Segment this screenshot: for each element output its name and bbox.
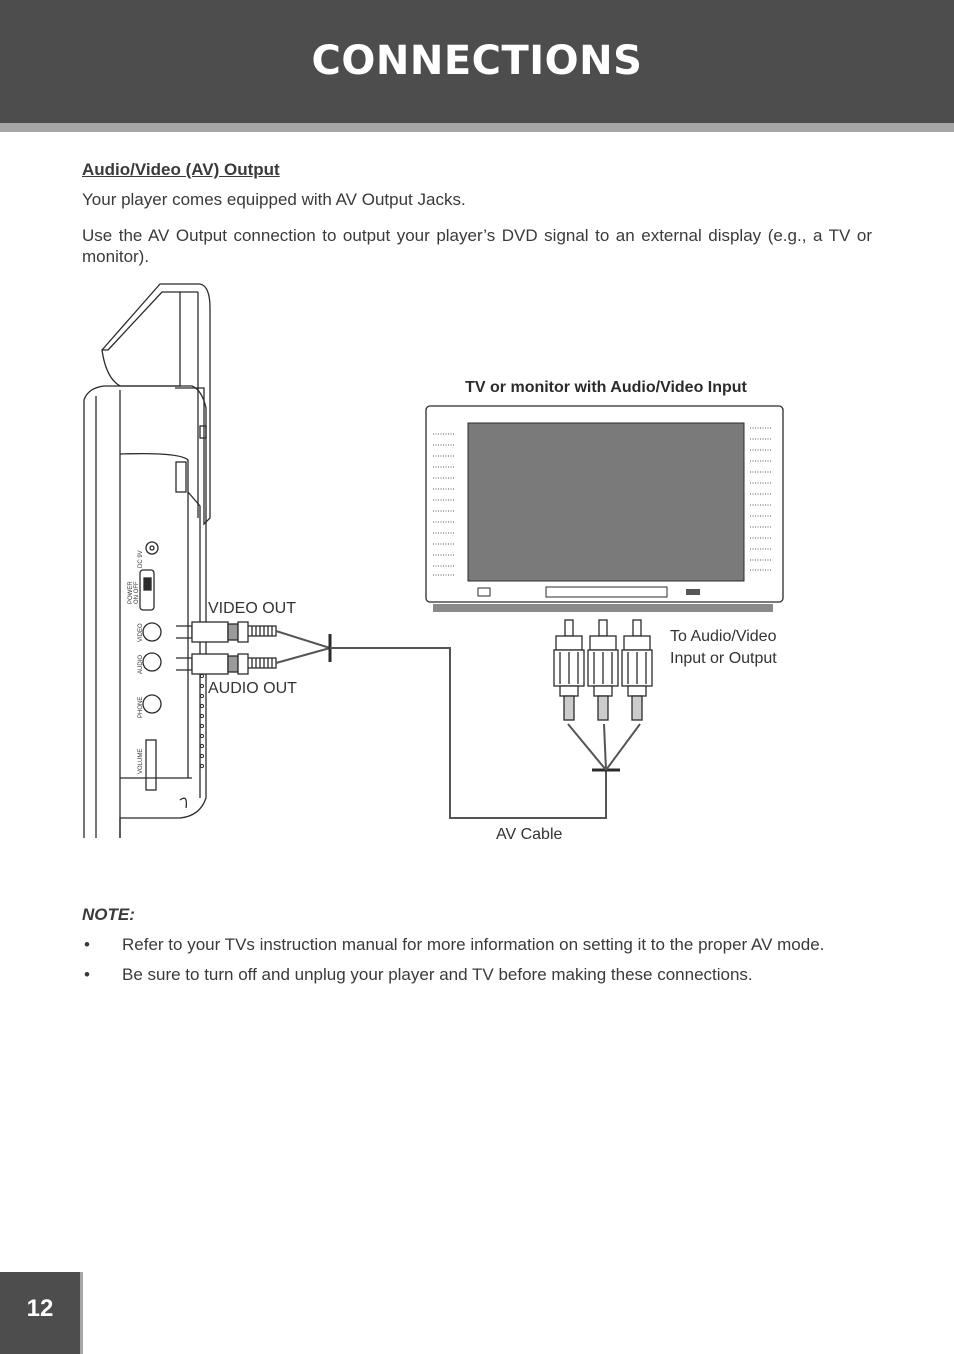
tv-label: TV or monitor with Audio/Video Input xyxy=(465,379,747,396)
svg-text:VIDEO: VIDEO xyxy=(138,623,144,642)
page-number: 12 xyxy=(26,1295,54,1322)
dvd-player-illustration xyxy=(83,283,211,838)
note-text: Be sure to turn off and unplug your play… xyxy=(122,965,753,984)
tv-illustration xyxy=(425,405,784,612)
to-av-label-line2: Input or Output xyxy=(670,650,777,667)
bullet: • xyxy=(84,935,90,954)
av-cable xyxy=(275,630,641,819)
video-out-label: VIDEO OUT xyxy=(208,600,296,617)
page-title: CONNECTIONS xyxy=(311,38,643,84)
page-number-tab-shade xyxy=(80,1272,83,1354)
header-divider xyxy=(0,123,954,132)
section-heading: Audio/Video (AV) Output xyxy=(82,160,280,179)
rca-plug-group xyxy=(553,619,653,721)
note-heading: NOTE: xyxy=(82,905,135,924)
rca-plug xyxy=(587,619,619,721)
to-av-label-line1: To Audio/Video xyxy=(670,628,777,645)
intro-paragraph: Your player comes equipped with AV Outpu… xyxy=(82,190,466,209)
svg-text:DC 9V: DC 9V xyxy=(138,550,144,568)
note-list: • Refer to your TVs instruction manual f… xyxy=(82,934,872,994)
svg-text:VOLUME: VOLUME xyxy=(138,749,144,774)
jack-labels: DC 9V POWER ON OFF VIDEO AUDIO PHONE VOL… xyxy=(128,550,144,774)
header-bar xyxy=(0,0,954,123)
svg-text:PHONE: PHONE xyxy=(138,697,144,718)
rca-plug xyxy=(621,619,653,721)
note-text: Refer to your TVs instruction manual for… xyxy=(122,935,825,954)
page-number-tab xyxy=(0,1272,80,1354)
rca-plug xyxy=(553,619,585,721)
bullet: • xyxy=(84,965,90,984)
av-output-paragraph: Use the AV Output connection to output y… xyxy=(82,226,872,266)
svg-text:POWER: POWER xyxy=(128,581,134,604)
svg-text:AUDIO: AUDIO xyxy=(138,655,144,674)
list-item: • Refer to your TVs instruction manual f… xyxy=(82,934,872,955)
connection-diagram: DC 9V POWER ON OFF VIDEO AUDIO PHONE VOL… xyxy=(83,283,784,843)
svg-text:ON OFF: ON OFF xyxy=(134,581,140,604)
player-plugs xyxy=(176,621,277,675)
audio-out-label: AUDIO OUT xyxy=(208,680,297,697)
av-cable-label: AV Cable xyxy=(496,826,563,843)
list-item: • Be sure to turn off and unplug your pl… xyxy=(82,964,872,985)
